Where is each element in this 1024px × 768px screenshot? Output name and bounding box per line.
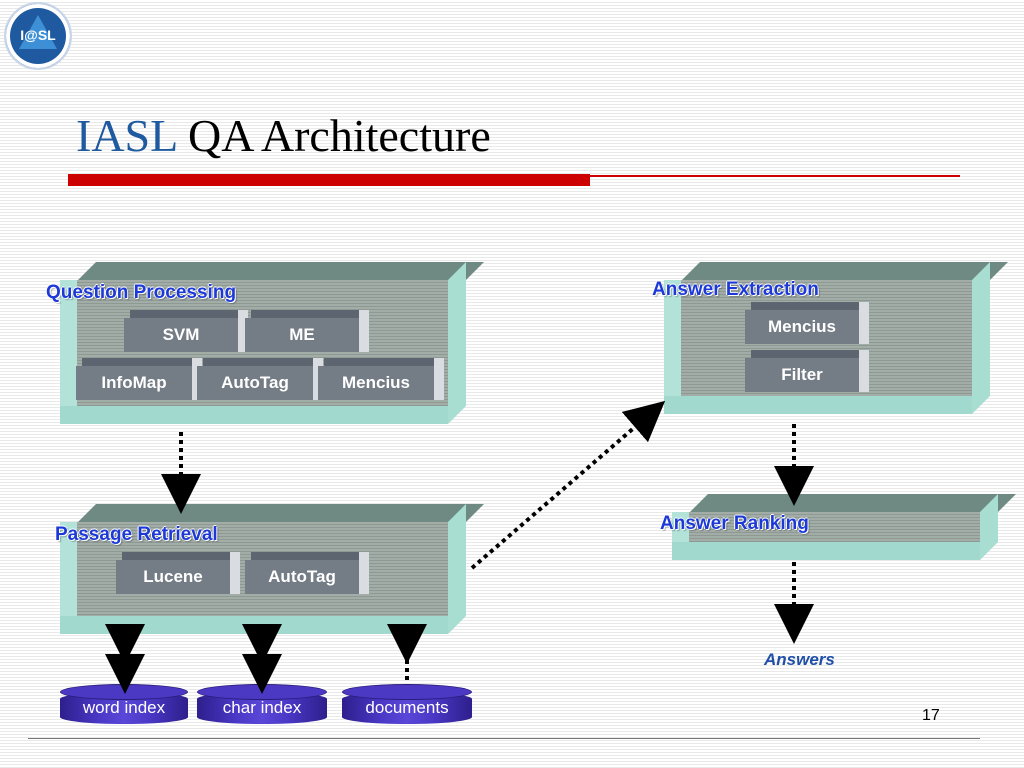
title-accent: IASL (76, 110, 177, 161)
module-lucene-label: Lucene (116, 560, 230, 594)
documents-cylinder[interactable]: documents (342, 684, 472, 724)
module-infomap-label: InfoMap (76, 366, 192, 400)
module-me[interactable]: ME (245, 310, 369, 352)
char-index-cylinder[interactable]: char index (197, 684, 327, 724)
module-filter-label: Filter (745, 358, 859, 392)
module-lucene[interactable]: Lucene (116, 552, 240, 594)
answer-ranking-box (672, 494, 1016, 560)
title-rest: QA Architecture (176, 110, 491, 161)
title-underline-thick (68, 174, 590, 186)
answer-extraction-label: Answer Extraction (652, 279, 819, 300)
module-me-label: ME (245, 318, 359, 352)
passage-retrieval-label: Passage Retrieval (55, 524, 218, 545)
module-filter[interactable]: Filter (745, 350, 869, 392)
module-mencius-ae[interactable]: Mencius (745, 302, 869, 344)
page-number: 17 (922, 707, 940, 724)
logo-triangle-icon (19, 15, 57, 49)
module-mencius-ae-label: Mencius (745, 310, 859, 344)
module-autotag-qp-label: AutoTag (197, 366, 313, 400)
module-svm-label: SVM (124, 318, 238, 352)
module-mencius-qp[interactable]: Mencius (318, 358, 444, 400)
question-processing-box (60, 262, 484, 424)
module-autotag-qp[interactable]: AutoTag (197, 358, 323, 400)
documents-label: documents (365, 698, 449, 717)
module-autotag-pr-label: AutoTag (245, 560, 359, 594)
arrow-pr-to-ae (470, 400, 666, 570)
answers-output-label: Answers (764, 650, 835, 669)
question-processing-label: Question Processing (46, 282, 237, 303)
module-autotag-pr[interactable]: AutoTag (245, 552, 369, 594)
footer-rule (28, 738, 980, 739)
title-underline-thin (590, 175, 960, 177)
module-svm[interactable]: SVM (124, 310, 248, 352)
slide-title: IASL QA Architecture (76, 108, 491, 164)
module-mencius-qp-label: Mencius (318, 366, 434, 400)
iasl-logo: I@SL (4, 2, 72, 70)
logo-text: I@SL (20, 27, 56, 43)
word-index-cylinder[interactable]: word index (60, 684, 188, 724)
char-index-label: char index (222, 698, 302, 717)
answer-ranking-label: Answer Ranking (660, 513, 809, 534)
word-index-label: word index (82, 698, 166, 717)
